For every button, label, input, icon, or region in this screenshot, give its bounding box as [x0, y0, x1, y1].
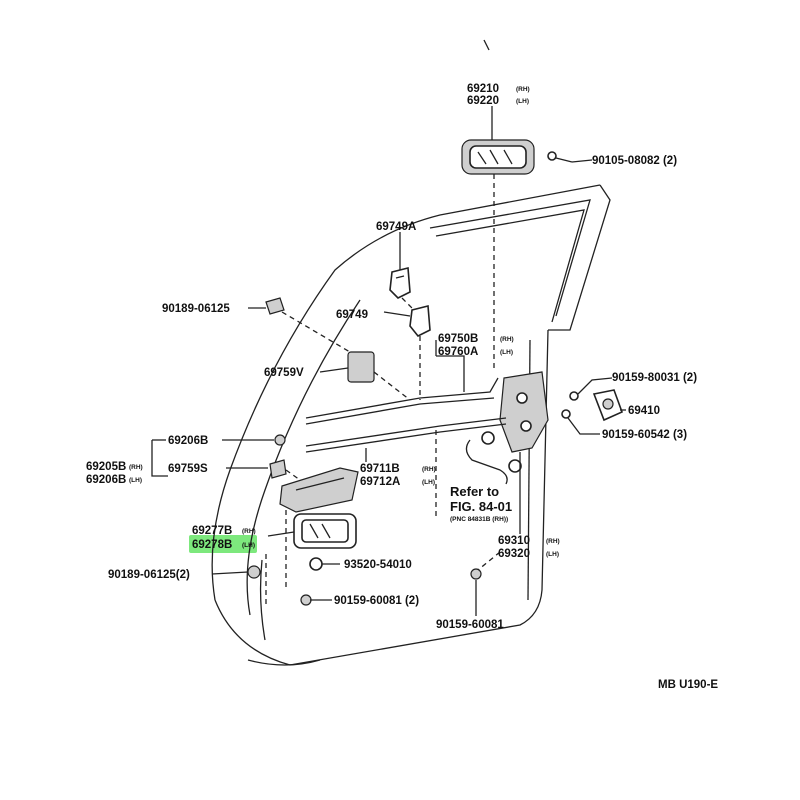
- label-69310-side: (RH): [546, 538, 560, 545]
- label-69760A: 69760A: [438, 346, 478, 358]
- block-69759V: [347, 351, 375, 383]
- label-69277B-side: (RH): [242, 528, 256, 535]
- label-69278B-side: (LH): [242, 542, 255, 549]
- label-69278B: 69278B: [192, 539, 232, 551]
- screw-90159-60081-a: [300, 594, 312, 606]
- label-93520: 93520-54010: [344, 559, 412, 571]
- clip-90189-top: [265, 297, 285, 315]
- clip-69759S: [269, 459, 287, 479]
- clip-69206B: [274, 434, 286, 446]
- door-outline: [211, 184, 611, 666]
- screw-90159-80031: [569, 391, 579, 401]
- inside-handle: [279, 467, 359, 513]
- highlight-69278B: [189, 535, 257, 553]
- label-90105: 90105-08082 (2): [592, 155, 677, 167]
- label-90189-bottom: 90189-06125(2): [108, 569, 190, 581]
- label-90159-80031: 90159-80031 (2): [612, 372, 697, 384]
- outside-handle: [461, 139, 535, 175]
- label-69749: 69749: [336, 309, 368, 321]
- cover-93520: [309, 557, 323, 571]
- top-tick: [483, 39, 490, 51]
- label-69750B: 69750B: [438, 333, 478, 345]
- leaders: [151, 106, 626, 616]
- label-69320-side: (LH): [546, 551, 559, 558]
- label-69410: 69410: [628, 405, 660, 417]
- label-69711B-side: (RH): [422, 466, 436, 473]
- label-90159-60542: 90159-60542 (3): [602, 429, 687, 441]
- label-90159-60081-b: 90159-60081: [436, 619, 504, 631]
- label-69310: 69310: [498, 535, 530, 547]
- label-69759V: 69759V: [264, 367, 304, 379]
- label-69210-side: (RH): [516, 86, 530, 93]
- clip-69749A: [389, 266, 411, 299]
- striker-69410: [592, 389, 624, 422]
- label-69206B: 69206B: [168, 435, 208, 447]
- label-90189-top: 90189-06125: [162, 303, 230, 315]
- screw-90105: [547, 151, 573, 163]
- refer-line3: (PNC 84831B (RH)): [450, 516, 508, 523]
- label-69749A: 69749A: [376, 221, 416, 233]
- label-69320: 69320: [498, 548, 530, 560]
- label-69760A-side: (LH): [500, 349, 513, 356]
- labels: 69210 (RH) 69220 (LH) 90105-08082 (2) 69…: [86, 83, 718, 691]
- label-90159-60081-a: 90159-60081 (2): [334, 595, 419, 607]
- label-69205B: 69205B: [86, 461, 126, 473]
- label-69206B-lh-side: (LH): [129, 477, 142, 484]
- refer-line1: Refer to: [450, 484, 499, 499]
- label-69277B: 69277B: [192, 525, 232, 537]
- clip-90189-bottom: [247, 565, 261, 579]
- label-69750B-side: (RH): [500, 336, 514, 343]
- label-69712A-side: (LH): [422, 479, 435, 486]
- rods: [305, 377, 522, 485]
- refer-line2: FIG. 84-01: [450, 499, 512, 514]
- label-69210: 69210: [467, 83, 499, 95]
- bezel-69277B: [293, 513, 357, 549]
- screw-90159-60081-b: [470, 568, 482, 580]
- label-69206B-lh: 69206B: [86, 474, 126, 486]
- screw-90159-60542: [561, 409, 571, 419]
- label-69220-side: (LH): [516, 98, 529, 105]
- label-69712A: 69712A: [360, 476, 400, 488]
- label-69759S: 69759S: [168, 463, 208, 475]
- label-69205B-side: (RH): [129, 464, 143, 471]
- clip-69749: [409, 304, 431, 338]
- door-lock: [499, 371, 549, 453]
- label-69711B: 69711B: [360, 463, 400, 475]
- diagram-code: MB U190-E: [658, 679, 718, 691]
- label-69220: 69220: [467, 95, 499, 107]
